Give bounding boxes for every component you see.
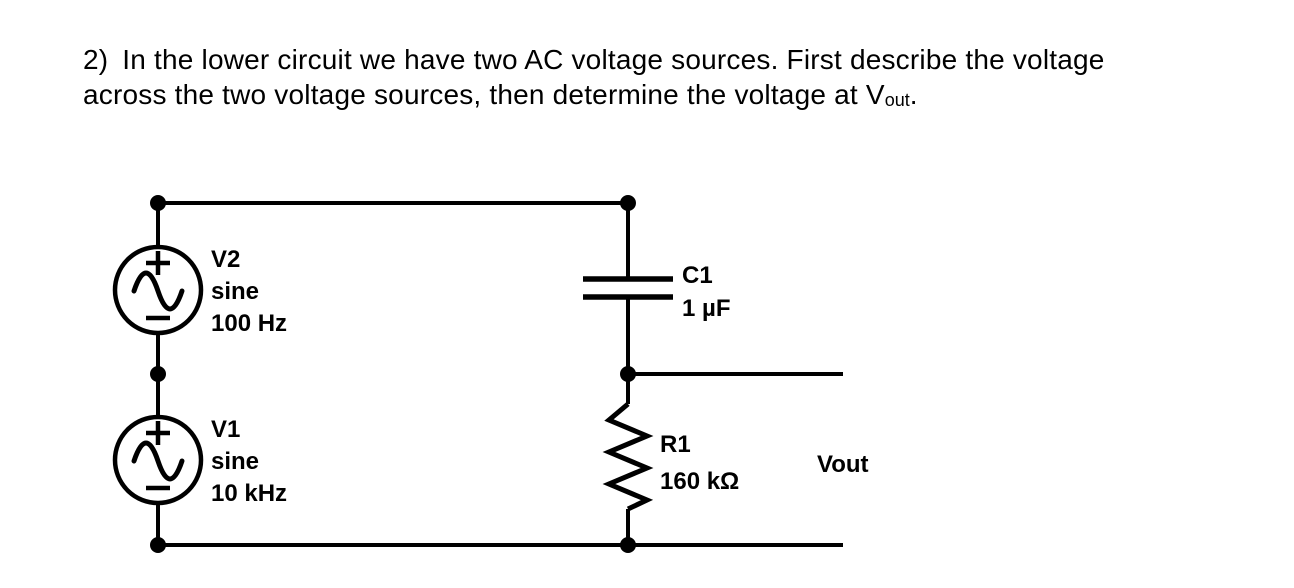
v2-name-label: V2 bbox=[211, 246, 240, 273]
v1-frequency-label: 10 kHz bbox=[211, 480, 287, 507]
v2-waveform-label: sine bbox=[211, 278, 259, 305]
question-line2: across the two voltage sources, then det… bbox=[83, 79, 918, 110]
v1-name-label: V1 bbox=[211, 416, 240, 443]
question-number: 2) bbox=[83, 44, 109, 75]
junction-dot bbox=[620, 366, 636, 382]
resistor-name-label: R1 bbox=[660, 431, 691, 458]
capacitor-value-label: 1 µF bbox=[682, 295, 731, 322]
sine-wave-icon bbox=[131, 440, 185, 482]
ac-source-circle bbox=[112, 414, 204, 506]
v1-waveform-label: sine bbox=[211, 448, 259, 475]
question-line1: In the lower circuit we have two AC volt… bbox=[122, 44, 1105, 75]
junction-dot bbox=[150, 366, 166, 382]
junction-dot bbox=[620, 195, 636, 211]
ac-source-v2-symbol bbox=[112, 244, 204, 336]
junction-dot bbox=[150, 537, 166, 553]
junction-dot bbox=[150, 195, 166, 211]
component-labels: V2 sine 100 Hz V1 sine 10 kHz C1 1 µF R1… bbox=[211, 246, 869, 507]
question-text: 2) In the lower circuit we have two AC vo… bbox=[83, 42, 1243, 116]
junction-dots bbox=[150, 195, 636, 553]
ac-source-circle bbox=[112, 244, 204, 336]
question-line2-text: across the two voltage sources, then det… bbox=[83, 79, 885, 110]
question-line2-period: . bbox=[909, 79, 918, 110]
resistor-value-label: 160 kΩ bbox=[660, 468, 739, 495]
resistor-symbol bbox=[602, 402, 654, 512]
vout-subscript: out bbox=[884, 90, 910, 110]
ac-source-v1-symbol bbox=[112, 414, 204, 506]
sine-wave-icon bbox=[131, 270, 185, 312]
capacitor-symbol bbox=[583, 276, 673, 300]
v2-frequency-label: 100 Hz bbox=[211, 310, 287, 337]
vout-label: Vout bbox=[817, 451, 869, 478]
resistor-zigzag bbox=[602, 402, 654, 512]
wires bbox=[156, 201, 843, 547]
junction-dot bbox=[620, 537, 636, 553]
capacitor-name-label: C1 bbox=[682, 262, 713, 289]
